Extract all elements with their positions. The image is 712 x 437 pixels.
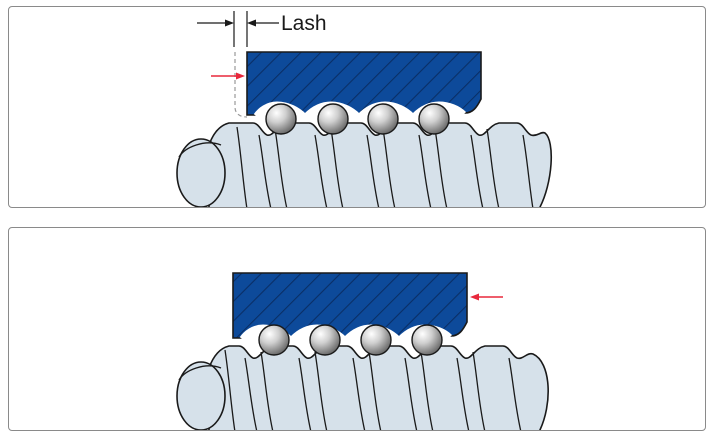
screw-shaft <box>176 345 549 430</box>
ballscrew-lash-diagram: Lash <box>176 11 553 207</box>
ball-bearing <box>317 103 349 135</box>
ballscrew-preload-diagram <box>176 272 549 430</box>
force-arrow-left <box>470 293 503 301</box>
ball-bearing <box>360 324 392 356</box>
panel-with-lash: Lash <box>8 6 706 208</box>
panel-preloaded <box>8 227 706 431</box>
force-arrow-right <box>211 72 245 80</box>
ball-bearing <box>418 103 450 135</box>
ball-bearing <box>367 103 399 135</box>
ball-bearing <box>258 324 290 356</box>
lash-dimension <box>197 11 279 47</box>
ball-bearings <box>258 324 443 356</box>
ball-bearings <box>265 103 450 135</box>
lash-label: Lash <box>281 12 327 35</box>
screw-shaft <box>176 122 553 207</box>
lash-dashed-outline <box>234 52 248 118</box>
ball-bearing <box>309 324 341 356</box>
ball-bearing <box>265 103 297 135</box>
ball-bearing <box>411 324 443 356</box>
